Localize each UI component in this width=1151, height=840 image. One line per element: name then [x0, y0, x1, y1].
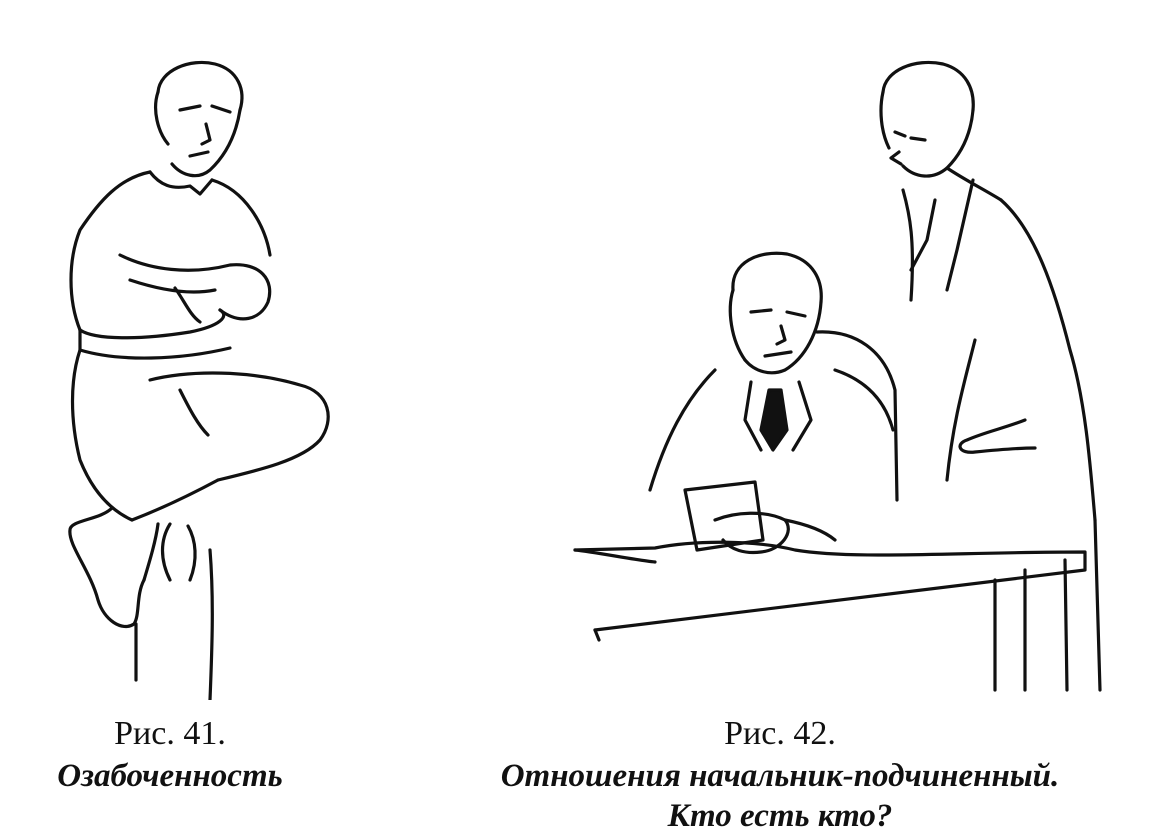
figure-41-number: Рис. 41.: [114, 715, 226, 752]
boss-subordinate-drawing: [573, 60, 1102, 692]
figure-42-title-line2: Кто есть кто?: [667, 798, 893, 834]
figure-41-illustration: [40, 40, 370, 700]
figure-42-caption: Рис. 42. Отношения начальник-подчиненный…: [420, 712, 1140, 836]
figure-41-caption: Рис. 41. Озабоченность: [20, 712, 320, 796]
figure-42-number: Рис. 42.: [724, 715, 836, 752]
figure-41-title: Озабоченность: [57, 758, 283, 794]
figure-42-title-line1: Отношения начальник-подчиненный.: [500, 758, 1060, 794]
worried-man-drawing: [68, 60, 330, 700]
figure-42-illustration: [555, 40, 1125, 700]
